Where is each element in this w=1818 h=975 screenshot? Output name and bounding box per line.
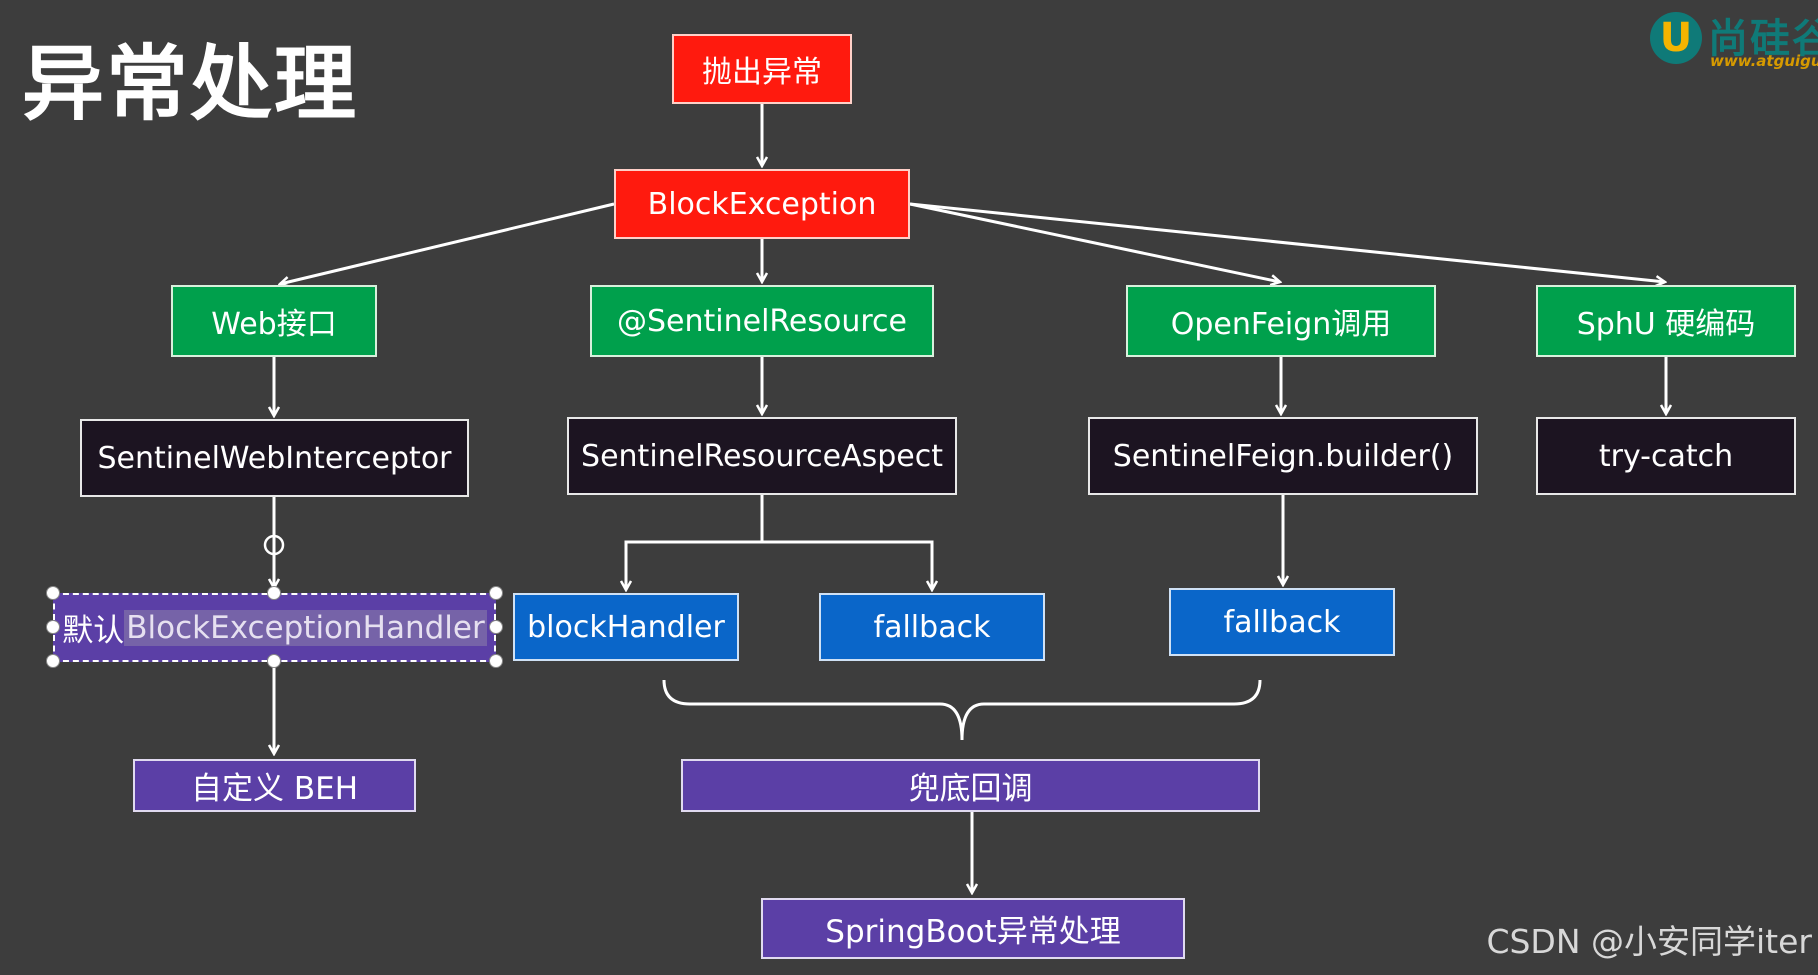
logo-name: 尚硅谷 xyxy=(1708,16,1818,62)
node-sphu[interactable]: SphU 硬编码 xyxy=(1536,285,1796,357)
logo-url: www.atguigu.com xyxy=(1710,52,1818,70)
default-handler-selected-text[interactable]: BlockExceptionHandler xyxy=(124,609,487,646)
resize-handle-bottom-right[interactable] xyxy=(489,654,503,668)
arrow-blockexception-to-sphu xyxy=(909,202,1665,282)
csdn-watermark: CSDN @小安同学iter xyxy=(1486,922,1812,961)
node-block-exception[interactable]: BlockException xyxy=(614,169,910,239)
curly-brace-group xyxy=(662,679,1262,741)
node-throw-exception[interactable]: 抛出异常 xyxy=(672,34,852,104)
node-fallback-aspect[interactable]: fallback xyxy=(819,593,1045,661)
node-fallback-feign[interactable]: fallback xyxy=(1169,588,1395,656)
brand-logo: U 尚硅谷 www.atguigu.com xyxy=(1646,6,1818,76)
node-springboot-exception[interactable]: SpringBoot异常处理 xyxy=(761,898,1185,959)
arrow-blockexception-to-web xyxy=(280,202,615,284)
arrow-aspect-to-fallback xyxy=(762,540,932,590)
resize-handle-top-center[interactable] xyxy=(267,586,281,600)
logo-mark-icon: U xyxy=(1650,12,1702,64)
default-handler-prefix: 默认 xyxy=(62,613,125,649)
resize-handle-top-left[interactable] xyxy=(46,586,60,600)
node-sentinel-resource-aspect[interactable]: SentinelResourceAspect xyxy=(567,417,957,495)
resize-handle-middle-right[interactable] xyxy=(489,620,503,634)
page-title: 异常处理 xyxy=(22,37,359,132)
node-custom-beh[interactable]: 自定义 BEH xyxy=(133,759,416,812)
node-sentinel-feign-builder[interactable]: SentinelFeign.builder() xyxy=(1088,417,1478,495)
rotate-handle-icon[interactable] xyxy=(263,534,285,556)
resize-handle-top-right[interactable] xyxy=(489,586,503,600)
arrow-aspect-to-blockhandler xyxy=(626,495,764,590)
resize-handle-bottom-center[interactable] xyxy=(267,654,281,668)
resize-handle-middle-left[interactable] xyxy=(46,620,60,634)
node-sentinel-web-interceptor[interactable]: SentinelWebInterceptor xyxy=(80,419,469,497)
node-web-interface[interactable]: Web接口 xyxy=(171,285,377,357)
node-block-handler[interactable]: blockHandler xyxy=(513,593,739,661)
arrow-blockexception-to-openfeign xyxy=(909,202,1280,282)
node-openfeign[interactable]: OpenFeign调用 xyxy=(1126,285,1436,357)
node-try-catch[interactable]: try-catch xyxy=(1536,417,1796,495)
node-sentinel-resource[interactable]: @SentinelResource xyxy=(590,285,934,357)
node-fallback-summary[interactable]: 兜底回调 xyxy=(681,759,1260,812)
resize-handle-bottom-left[interactable] xyxy=(46,654,60,668)
